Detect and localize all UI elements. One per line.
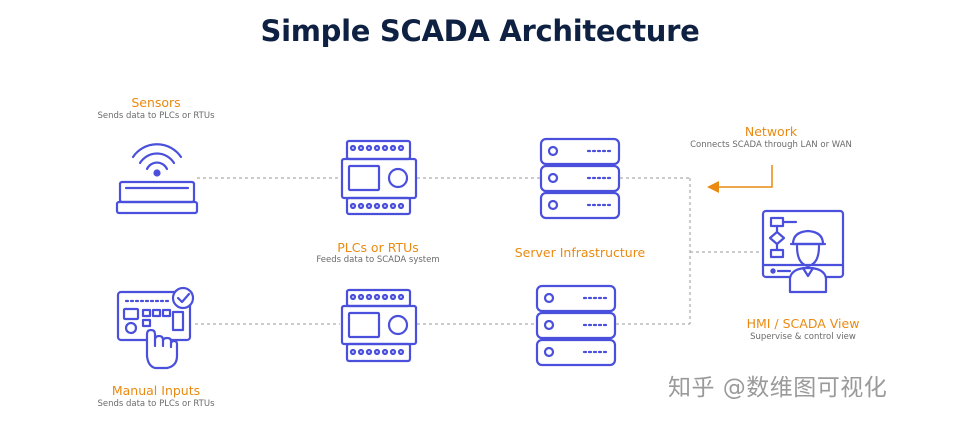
manual-inputs-sublabel: Sends data to PLCs or RTUs [97, 399, 215, 409]
sensor-device-icon [115, 143, 199, 215]
network-sublabel: Connects SCADA through LAN or WAN [690, 140, 852, 150]
watermark: 知乎 @数维图可视化 [668, 375, 888, 401]
network-arrow [707, 165, 773, 193]
keypad-touch-icon [116, 286, 195, 370]
server-rack-icon [535, 284, 617, 367]
manual-inputs-label: Manual Inputs [111, 383, 201, 398]
network-label: Network [744, 124, 798, 139]
hmi-sublabel: Supervise & control view [750, 332, 856, 342]
sensors-label: Sensors [131, 95, 181, 110]
plc-module-icon [340, 288, 418, 363]
servers-label: Server Infrastructure [514, 245, 646, 260]
sensors-sublabel: Sends data to PLCs or RTUs [97, 111, 215, 121]
hmi-operator-icon [761, 209, 845, 294]
connectors [195, 177, 760, 325]
hmi-label: HMI / SCADA View [746, 316, 860, 331]
plc-module-icon [340, 139, 418, 216]
plcs-label: PLCs or RTUs [337, 240, 419, 255]
server-rack-icon [539, 137, 621, 220]
page-title: Simple SCADA Architecture [260, 14, 700, 48]
plcs-sublabel: Feeds data to SCADA system [316, 255, 440, 265]
